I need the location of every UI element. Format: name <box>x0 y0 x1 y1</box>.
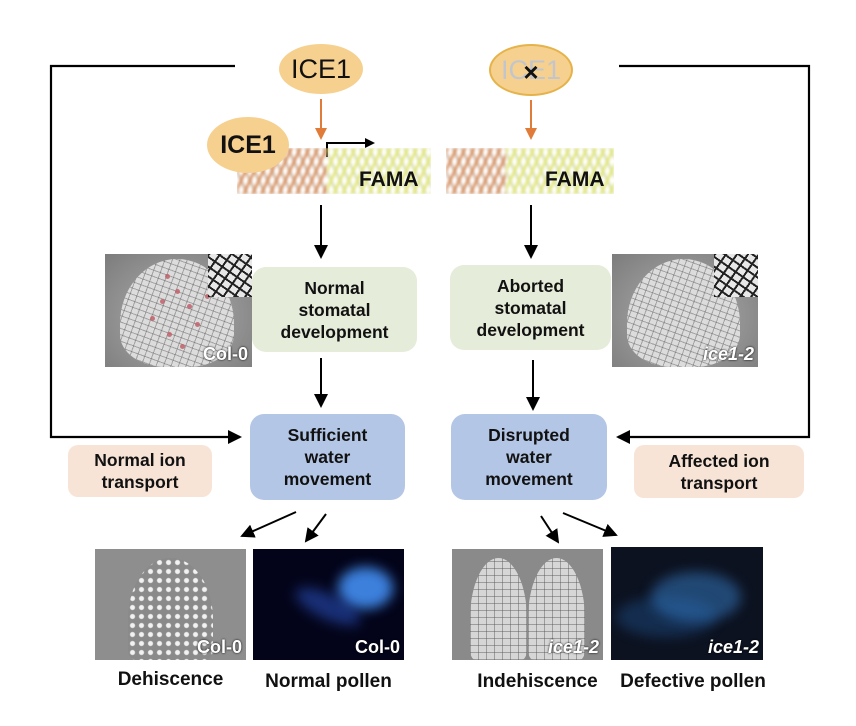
wt-anther-image-label: Col-0 <box>197 637 242 657</box>
wt-ice1-label: ICE1 <box>290 53 352 84</box>
wt-water-to-dehiscence-arrow <box>240 511 297 538</box>
mutant-stomatal-development-box: Aborted stomatal development <box>450 265 611 350</box>
wt-anther-sem-image: Col-0 <box>95 549 246 660</box>
stomata-marker <box>165 274 170 279</box>
wt-leaf-inset <box>207 254 252 297</box>
mutant-water-label: Disrupted water movement <box>485 425 573 489</box>
wt-stomatal-development-box: Normal stomatal development <box>252 267 417 352</box>
mutant-feedback-line <box>616 64 811 444</box>
mutant-anther-caption: Indehiscence <box>477 671 598 692</box>
mutant-water-to-indehiscence-arrow <box>540 515 560 544</box>
wt-fama-label: FAMA <box>359 168 419 191</box>
mutant-ion-label: Affected ion transport <box>668 450 770 493</box>
mutant-stomatal-label: Aborted stomatal development <box>476 275 585 340</box>
stomata-marker <box>167 332 172 337</box>
wt-leaf-sem-image: Col-0 <box>105 254 252 367</box>
knockout-x-icon: × <box>523 56 539 87</box>
mutant-anther-image-label: ice1-2 <box>547 637 599 657</box>
wt-bound-ice1-label: ICE1 <box>220 130 276 159</box>
wt-ion-transport-box: Normal ion transport <box>68 445 212 497</box>
wt-ice1-protein: ICE1 <box>279 44 363 94</box>
wt-bound-ice1-protein: ICE1 <box>207 117 289 173</box>
mutant-anther-lobe-right <box>527 557 585 660</box>
wt-pollen-image-label: Col-0 <box>355 637 400 657</box>
mutant-pollen-image-label: ice1-2 <box>707 637 759 657</box>
stomata-marker <box>180 344 185 349</box>
mutant-fama-gene-helix <box>446 148 614 194</box>
defective-pollen-glow <box>651 572 741 622</box>
mutant-ice1-label: ICE1 <box>500 54 562 85</box>
mutant-fama-label: FAMA <box>545 168 605 191</box>
wt-coding-region <box>327 148 431 194</box>
mutant-pollen-fluorescence-image: ice1-2 <box>611 547 763 660</box>
mutant-ion-transport-box: Affected ion transport <box>634 445 804 498</box>
stomata-marker <box>175 289 180 294</box>
wt-leaf-image-label: Col-0 <box>203 344 248 364</box>
mutant-water-movement-box: Disrupted water movement <box>451 414 607 500</box>
wt-feedback-line <box>49 64 242 444</box>
wt-pollen-fluorescence-image: Col-0 <box>253 549 404 660</box>
mutant-leaf-image-label: ice1-2 <box>702 344 754 364</box>
wt-stomatal-label: Normal stomatal development <box>280 277 389 342</box>
mutant-leaf-inset <box>714 254 758 297</box>
wt-water-movement-box: Sufficient water movement <box>250 414 405 500</box>
wt-dehisced-anther <box>128 557 213 660</box>
stomata-marker <box>195 322 200 327</box>
pollen-tube-glow <box>338 567 393 609</box>
mutant-ice1-protein: ICE1 × <box>489 44 573 96</box>
mutant-anther-sem-image: ice1-2 <box>452 549 603 660</box>
mutant-pollen-caption: Defective pollen <box>620 671 766 692</box>
mutant-anther-lobe-left <box>470 557 528 660</box>
defective-pollen-haze <box>616 597 716 637</box>
stomata-marker <box>160 299 165 304</box>
stomata-marker <box>187 304 192 309</box>
wt-anther-caption: Dehiscence <box>117 669 224 690</box>
stomata-marker <box>205 294 210 299</box>
stomata-marker <box>150 316 155 321</box>
mutant-water-to-pollen-arrow <box>562 512 618 537</box>
mutant-coding-region <box>506 148 614 194</box>
wt-ion-label: Normal ion transport <box>94 450 186 492</box>
wt-water-label: Sufficient water movement <box>283 425 372 489</box>
mutant-leaf-sem-image: ice1-2 <box>612 254 758 367</box>
wt-water-to-pollen-arrow <box>304 513 327 543</box>
wt-pollen-caption: Normal pollen <box>265 671 392 692</box>
mutant-promoter-region <box>446 148 506 194</box>
